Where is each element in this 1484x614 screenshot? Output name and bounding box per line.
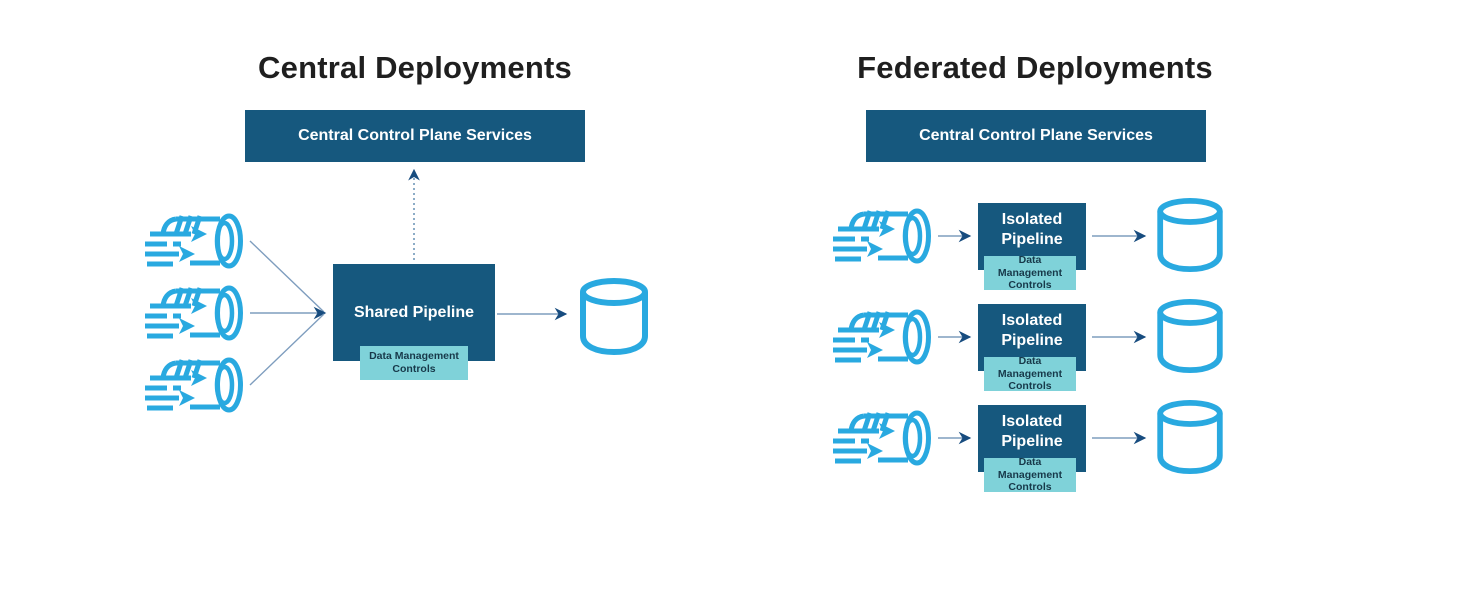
- data-management-controls-label: Data Management Controls: [997, 456, 1063, 494]
- shared-pipeline-label: Shared Pipeline: [353, 303, 475, 321]
- right-central-control-plane-box: Central Control Plane Services: [866, 110, 1206, 162]
- database-cylinder-icon: [1154, 197, 1226, 272]
- database-cylinder-icon: [1154, 399, 1226, 474]
- data-stream-pipe-icon: [145, 213, 245, 269]
- data-management-controls-label: Data Management Controls: [997, 254, 1063, 292]
- data-management-controls-badge-3: Data Management Controls: [984, 456, 1076, 494]
- data-stream-pipe-icon: [833, 309, 933, 365]
- database-cylinder-icon: [577, 277, 651, 355]
- left-central-control-plane-label: Central Control Plane Services: [298, 127, 532, 144]
- left-data-management-controls-label: Data Management Controls: [369, 350, 459, 375]
- data-stream-pipe-icon: [833, 208, 933, 264]
- left-source-1-link: [249, 240, 325, 313]
- database-cylinder-icon: [1154, 298, 1226, 373]
- data-stream-pipe-icon: [145, 285, 245, 341]
- left-central-control-plane-box: Central Control Plane Services: [245, 110, 585, 162]
- isolated-pipeline-label: Isolated Pipeline: [1001, 211, 1063, 248]
- data-stream-pipe-icon: [833, 410, 933, 466]
- isolated-pipeline-label: Isolated Pipeline: [1001, 413, 1063, 450]
- shared-pipeline-box: Shared Pipeline: [333, 264, 495, 361]
- right-central-control-plane-label: Central Control Plane Services: [919, 127, 1153, 144]
- central-deployments-title: Central Deployments: [258, 50, 572, 85]
- data-management-controls-label: Data Management Controls: [997, 355, 1063, 393]
- left-data-management-controls-badge: Data Management Controls: [360, 346, 468, 380]
- federated-deployments-title: Federated Deployments: [857, 50, 1213, 85]
- isolated-pipeline-label: Isolated Pipeline: [1001, 312, 1063, 349]
- left-source-3-link: [249, 313, 325, 386]
- data-management-controls-badge-2: Data Management Controls: [984, 355, 1076, 393]
- data-stream-pipe-icon: [145, 357, 245, 413]
- data-management-controls-badge-1: Data Management Controls: [984, 254, 1076, 292]
